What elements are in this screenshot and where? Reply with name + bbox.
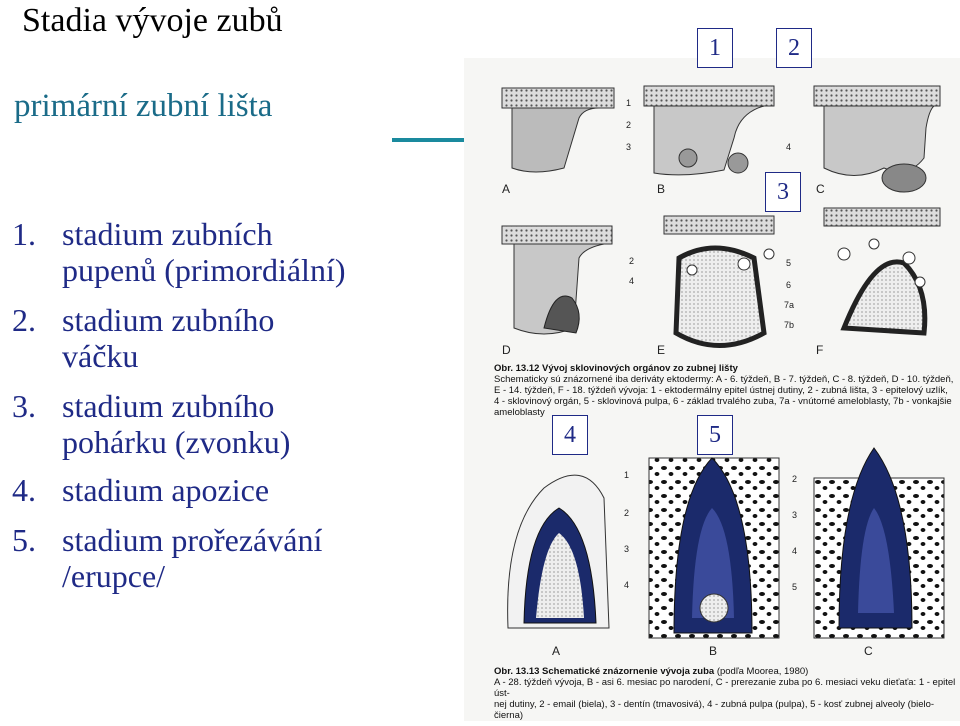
panel-mid-d <box>502 226 612 334</box>
panel-mid-e <box>664 216 774 346</box>
stage-text-line1: stadium zubních <box>62 216 462 252</box>
stage-item: 4. stadium apozice <box>12 472 462 508</box>
stage-text-line1: stadium apozice <box>62 472 462 508</box>
stage-badge-4: 4 <box>552 415 588 455</box>
stage-item: 1. stadium zubních pupenů (primordiální) <box>12 216 462 288</box>
part-number: 2 <box>629 256 634 266</box>
tooth-development-figure: A B C D E F A B C 1 2 3 4 2 4 5 6 7a 7b … <box>464 58 960 721</box>
figure-caption-2: Obr. 13.13 Schematické znázornenie vývoj… <box>494 666 956 721</box>
subtitle-dental-lamina: primární zubní lišta <box>14 88 272 125</box>
part-number: 4 <box>629 276 634 286</box>
part-number: 7a <box>784 300 794 310</box>
panel-top-a <box>502 88 614 172</box>
panel-label: F <box>816 343 823 357</box>
stage-list: 1. stadium zubních pupenů (primordiální)… <box>12 216 462 594</box>
part-number: 1 <box>626 98 631 108</box>
panel-label: B <box>709 644 717 658</box>
caption-line: A - 28. týždeň vývoja, B - asi 6. mesiac… <box>494 677 956 699</box>
panel-label: C <box>816 182 825 196</box>
stage-text-line2: pohárku (zvonku) <box>62 424 462 460</box>
stage-text-line1: stadium zubního <box>62 302 462 338</box>
stage-text-line1: stadium prořezávání <box>62 522 462 558</box>
caption-line: nej dutiny, 2 - email (biela), 3 - dentí… <box>494 699 956 721</box>
stage-number: 3. <box>12 388 36 424</box>
stage-text-line2: váčku <box>62 338 462 374</box>
stage-text-line1: stadium zubního <box>62 388 462 424</box>
panel-label: E <box>657 343 665 357</box>
stage-item: 3. stadium zubního pohárku (zvonku) <box>12 388 462 460</box>
stage-number: 1. <box>12 216 36 252</box>
stage-badge-5: 5 <box>697 415 733 455</box>
panel-label: A <box>502 182 510 196</box>
part-number: 5 <box>792 582 797 592</box>
panel-label: C <box>864 644 873 658</box>
panel-label: A <box>552 644 560 658</box>
caption-title: Obr. 13.12 Vývoj sklovinových orgánov zo… <box>494 363 738 374</box>
stage-text-line2: /erupce/ <box>62 558 462 594</box>
stage-badge-2: 2 <box>776 28 812 68</box>
part-number: 3 <box>626 142 631 152</box>
stage-number: 5. <box>12 522 36 558</box>
part-number: 4 <box>624 580 629 590</box>
panel-top-b <box>644 86 774 175</box>
panel-label: D <box>502 343 511 357</box>
caption-source: (podľa Moorea, 1980) <box>717 666 809 677</box>
panel-label: B <box>657 182 665 196</box>
caption-line: 4 - sklovinový orgán, 5 - sklovinová pul… <box>494 396 954 407</box>
part-number: 1 <box>624 470 629 480</box>
panel-bottom-c <box>814 448 944 638</box>
stage-item: 5. stadium prořezávání /erupce/ <box>12 522 462 594</box>
part-number: 2 <box>626 120 631 130</box>
caption-line: Schematicky sú znázornené iba deriváty e… <box>494 374 954 385</box>
part-number: 6 <box>786 280 791 290</box>
panel-bottom-b <box>649 458 779 638</box>
slide-title: Stadia vývoje zubů <box>22 2 283 40</box>
stage-item: 2. stadium zubního váčku <box>12 302 462 374</box>
figure-caption-1: Obr. 13.12 Vývoj sklovinových orgánov zo… <box>494 363 954 418</box>
stage-badge-1: 1 <box>697 28 733 68</box>
panel-mid-f <box>824 208 940 333</box>
panel-bottom-a <box>508 475 609 628</box>
part-number: 3 <box>792 510 797 520</box>
part-number: 4 <box>792 546 797 556</box>
panel-top-c <box>814 86 940 192</box>
caption-title: Obr. 13.13 Schematické znázornenie vývoj… <box>494 666 714 677</box>
stage-number: 2. <box>12 302 36 338</box>
part-number: 2 <box>792 474 797 484</box>
caption-line: E - 14. týždeň, F - 18. týždeň vývoja: 1… <box>494 385 954 396</box>
part-number: 4 <box>786 142 791 152</box>
part-number: 3 <box>624 544 629 554</box>
part-number: 5 <box>786 258 791 268</box>
part-number: 2 <box>624 508 629 518</box>
stage-text-line2: pupenů (primordiální) <box>62 252 462 288</box>
stage-number: 4. <box>12 472 36 508</box>
stage-badge-3: 3 <box>765 172 801 212</box>
part-number: 7b <box>784 320 794 330</box>
